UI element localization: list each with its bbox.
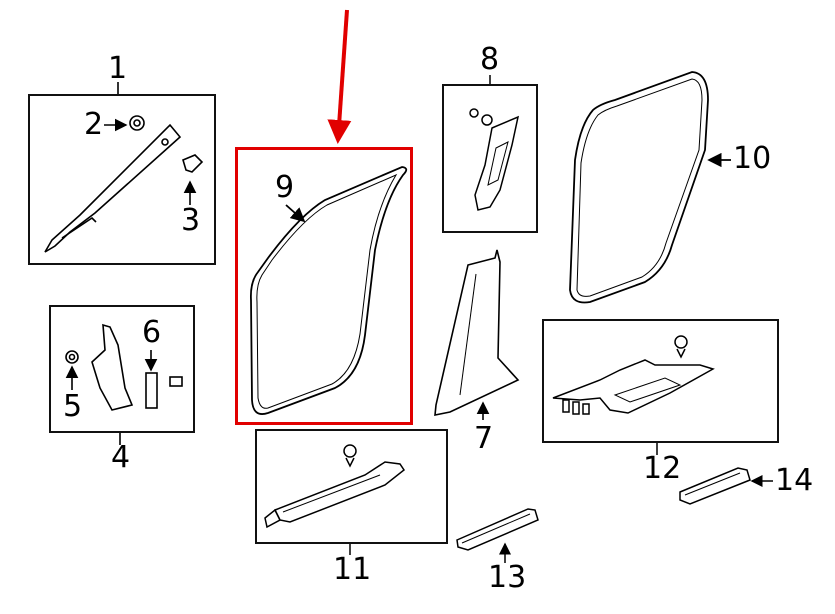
callout-10[interactable]: 10	[733, 141, 772, 176]
callout-13[interactable]: 13	[488, 560, 527, 595]
part-10-rear-door-weatherstrip	[569, 71, 731, 304]
group-box-8	[442, 84, 538, 233]
group-box-4	[49, 305, 195, 433]
callout-7[interactable]: 7	[474, 421, 494, 456]
part-14-sill-plate	[679, 467, 773, 505]
part-9-front-door-weatherstrip	[249, 166, 408, 415]
group-box-11	[255, 429, 448, 544]
callout-2[interactable]: 2	[84, 107, 104, 142]
part-1-a-pillar-trim	[44, 82, 204, 253]
callout-14[interactable]: 14	[775, 463, 814, 498]
part-13-sill-plate	[456, 508, 539, 563]
group-box-12	[542, 319, 779, 443]
callout-8[interactable]: 8	[480, 42, 500, 77]
group-box-1	[28, 94, 216, 265]
callout-12[interactable]: 12	[643, 451, 682, 486]
part-4-bracket	[65, 323, 183, 445]
callout-3[interactable]: 3	[181, 203, 201, 238]
red-pointer-arrow	[327, 9, 352, 144]
part-11-front-scuff-plate	[264, 444, 406, 555]
callout-5[interactable]: 5	[63, 389, 83, 424]
part-7-b-pillar-lower-trim	[434, 249, 520, 420]
callout-9[interactable]: 9	[275, 170, 295, 205]
part-8-b-pillar-upper-trim	[469, 75, 520, 211]
callout-1[interactable]: 1	[108, 51, 128, 86]
highlight-box-part-9[interactable]	[235, 147, 413, 425]
part-12-rear-scuff-plate	[552, 335, 715, 455]
callout-4[interactable]: 4	[111, 440, 131, 475]
callout-6[interactable]: 6	[142, 315, 162, 350]
callout-11[interactable]: 11	[333, 552, 372, 587]
